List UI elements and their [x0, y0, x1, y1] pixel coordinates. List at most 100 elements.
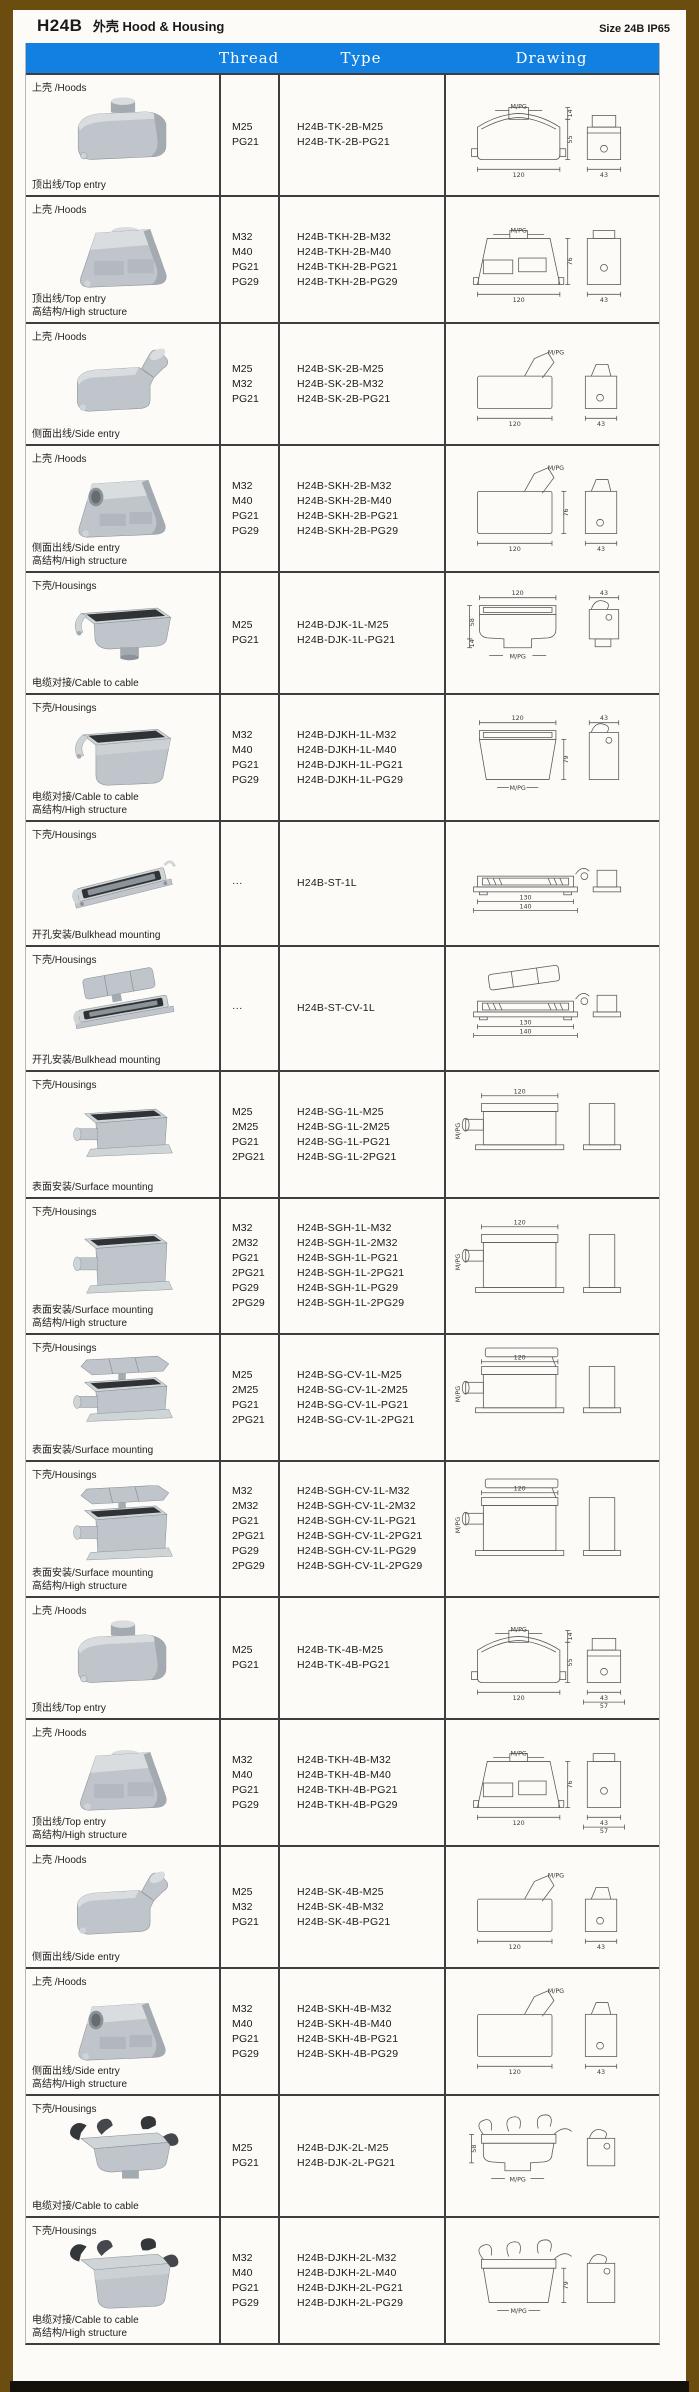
product-cell: 上壳 /Hoods 侧面出线/Side entry — [26, 1847, 219, 1967]
product-photo — [48, 1739, 198, 1823]
type-value: H24B-SKH-4B-PG21 — [297, 2032, 399, 2045]
category-label: 上壳 /Hoods — [32, 1855, 87, 1866]
table-row: 下壳/Housings 开孔安装/Bulkhead mounting ··· H… — [26, 820, 659, 945]
thread-cell: ··· — [219, 822, 278, 945]
thread-value: PG21 — [232, 136, 259, 148]
caption-line: 侧面出线/Side entry — [32, 1952, 120, 1963]
page-title: H24B 外壳 Hood & Housing — [37, 16, 224, 35]
product-photo — [48, 714, 198, 798]
svg-text:43: 43 — [599, 589, 607, 597]
type-value: H24B-SG-CV-1L-M25 — [297, 1368, 402, 1381]
caption-line: 顶出线/Top entry — [32, 1703, 106, 1714]
svg-text:M/PG: M/PG — [510, 1626, 526, 1634]
type-value: H24B-DJKH-2L-M40 — [297, 2266, 397, 2279]
thread-value: M32 — [232, 1900, 253, 1913]
thread-value: PG21 — [232, 1398, 259, 1411]
thread-value: PG21 — [232, 1135, 259, 1148]
column-header-drawing: Drawing — [515, 49, 588, 67]
type-value: H24B-SGH-1L-M32 — [297, 1222, 392, 1234]
type-value: H24B-TKH-2B-PG21 — [297, 260, 398, 273]
caption-line: 表面安装/Surface mounting — [32, 1182, 154, 1193]
type-value: H24B-DJKH-1L-PG29 — [297, 773, 404, 786]
svg-text:140: 140 — [519, 1027, 531, 1035]
svg-text:76: 76 — [566, 257, 574, 265]
type-value: H24B-SKH-4B-M32 — [297, 2002, 392, 2015]
table-header: Thread Type Drawing — [26, 43, 659, 73]
type-value: H24B-SG-1L-M25 — [297, 1105, 384, 1118]
type-value: H24B-SG-1L-PG21 — [297, 1135, 391, 1148]
column-header-type: Type — [340, 49, 382, 67]
type-value: H24B-SK-2B-M32 — [297, 377, 384, 390]
svg-text:M/PG: M/PG — [509, 784, 525, 792]
thread-value: M32 — [232, 1753, 253, 1766]
type-value: H24B-DJK-1L-M25 — [297, 619, 389, 631]
svg-text:120: 120 — [513, 1484, 525, 1492]
svg-text:43: 43 — [596, 545, 604, 553]
bottom-bar — [10, 2381, 689, 2392]
type-value: H24B-TKH-2B-M32 — [297, 230, 392, 243]
table-row: 下壳/Housings 开孔安装/Bulkhead mounting ··· H… — [26, 945, 659, 1070]
product-photo — [48, 340, 198, 424]
svg-text:M/PG: M/PG — [453, 1254, 461, 1270]
type-value: H24B-SG-CV-1L-2PG21 — [297, 1413, 415, 1426]
svg-text:57: 57 — [599, 1702, 607, 1709]
type-value: H24B-TK-4B-PG21 — [297, 1659, 390, 1671]
type-value: H24B-TK-2B-PG21 — [297, 136, 390, 148]
caption-line: 电缆对接/Cable to cable — [32, 792, 139, 803]
caption-line: 高结构/High structure — [32, 1318, 128, 1329]
svg-text:76: 76 — [562, 508, 570, 516]
type-value: H24B-SKH-2B-PG21 — [297, 509, 399, 522]
mounting-caption: 侧面出线/Side entry — [32, 428, 120, 441]
thread-value: ··· — [232, 877, 243, 889]
thread-value: M32 — [232, 230, 253, 243]
type-value: H24B-SGH-CV-1L-M32 — [297, 1485, 410, 1497]
type-value: H24B-SK-4B-PG21 — [297, 1915, 391, 1928]
product-photo — [48, 1863, 198, 1947]
thread-value: M25 — [232, 1368, 253, 1381]
thread-value: PG29 — [232, 773, 259, 786]
product-cell: 下壳/Housings 开孔安装/Bulkhead mounting — [26, 822, 219, 945]
category-label: 下壳/Housings — [32, 2104, 97, 2115]
caption-line: 顶出线/Top entry — [32, 180, 106, 191]
size-rating-label: Size 24B IP65 — [599, 23, 670, 35]
caption-line: 高结构/High structure — [32, 1581, 128, 1592]
thread-value: PG29 — [232, 1798, 259, 1811]
mounting-caption: 表面安装/Surface mounting — [32, 1181, 153, 1194]
product-cell: 下壳/Housings 开孔安装/Bulkhead mounting — [26, 947, 219, 1070]
thread-value: PG21 — [232, 634, 259, 646]
thread-value: 2PG21 — [232, 1413, 265, 1426]
thread-value: M25 — [232, 2142, 253, 2154]
product-photo — [48, 1614, 198, 1698]
product-photo — [48, 1988, 198, 2072]
svg-text:M/PG: M/PG — [453, 1517, 461, 1533]
thread-value: M40 — [232, 1768, 253, 1781]
category-label: 下壳/Housings — [32, 703, 97, 714]
svg-text:43: 43 — [596, 420, 604, 428]
svg-text:M/PG: M/PG — [547, 1986, 563, 1994]
svg-text:58: 58 — [469, 2145, 477, 2153]
svg-text:M/PG: M/PG — [510, 226, 526, 234]
type-value: H24B-SKH-2B-M40 — [297, 494, 392, 507]
svg-text:M/PG: M/PG — [510, 1749, 526, 1757]
svg-text:76: 76 — [566, 1780, 574, 1788]
thread-value: PG21 — [232, 1915, 259, 1928]
svg-text:120: 120 — [508, 2068, 520, 2076]
type-value: H24B-SK-4B-M32 — [297, 1900, 384, 1913]
